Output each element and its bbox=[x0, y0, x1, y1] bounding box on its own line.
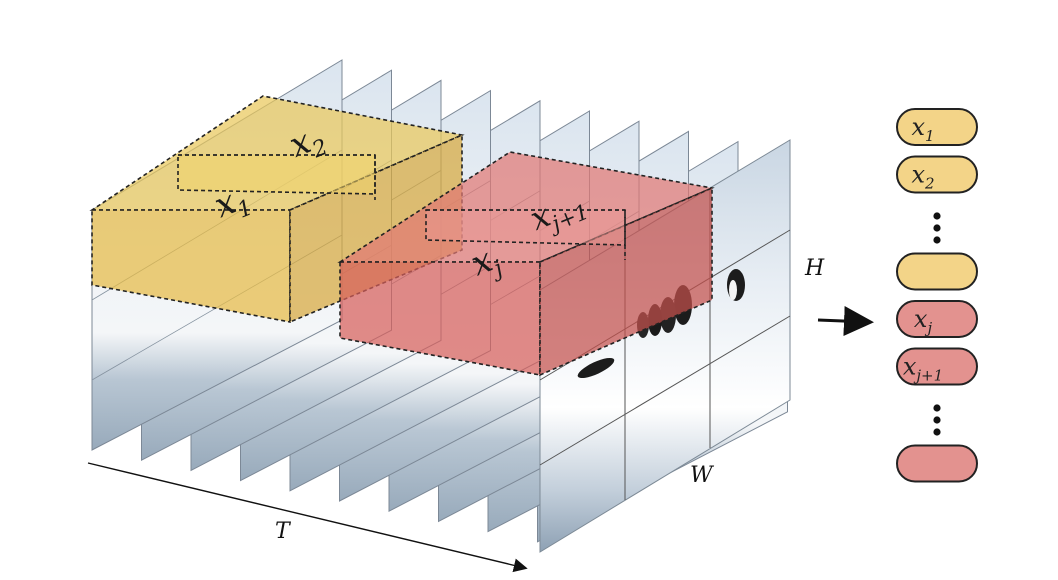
token-pill: x2 bbox=[896, 155, 978, 194]
token-pill: xj+1 bbox=[896, 347, 978, 386]
token-pill: x1 bbox=[896, 108, 978, 146]
front-video-frame bbox=[539, 139, 791, 553]
ellipsis-dots bbox=[933, 404, 941, 436]
red-tubelet bbox=[337, 151, 715, 377]
token-label: xj bbox=[914, 305, 933, 337]
token-pill bbox=[896, 252, 978, 291]
yellow-inner-face bbox=[177, 154, 376, 195]
token-label: x2 bbox=[911, 161, 934, 193]
red-side-face bbox=[539, 186, 713, 377]
red-inner-face bbox=[425, 209, 626, 246]
ellipsis-dots bbox=[933, 212, 941, 244]
red-front-face bbox=[339, 261, 541, 376]
token-sequence: x1 x2 xj xj+1 bbox=[896, 108, 978, 483]
yellow-tubelet bbox=[89, 95, 465, 324]
axis-label-t: T bbox=[275, 519, 292, 544]
time-axis-arrow bbox=[87, 462, 528, 573]
axis-label-w: W bbox=[690, 463, 715, 488]
token-pill: xj bbox=[896, 300, 978, 338]
axis-label-h: H bbox=[804, 256, 825, 281]
token-label: x1 bbox=[911, 113, 934, 145]
token-pill bbox=[896, 444, 978, 483]
token-label: xj+1 bbox=[903, 353, 943, 385]
right-arrow-icon bbox=[817, 306, 874, 337]
